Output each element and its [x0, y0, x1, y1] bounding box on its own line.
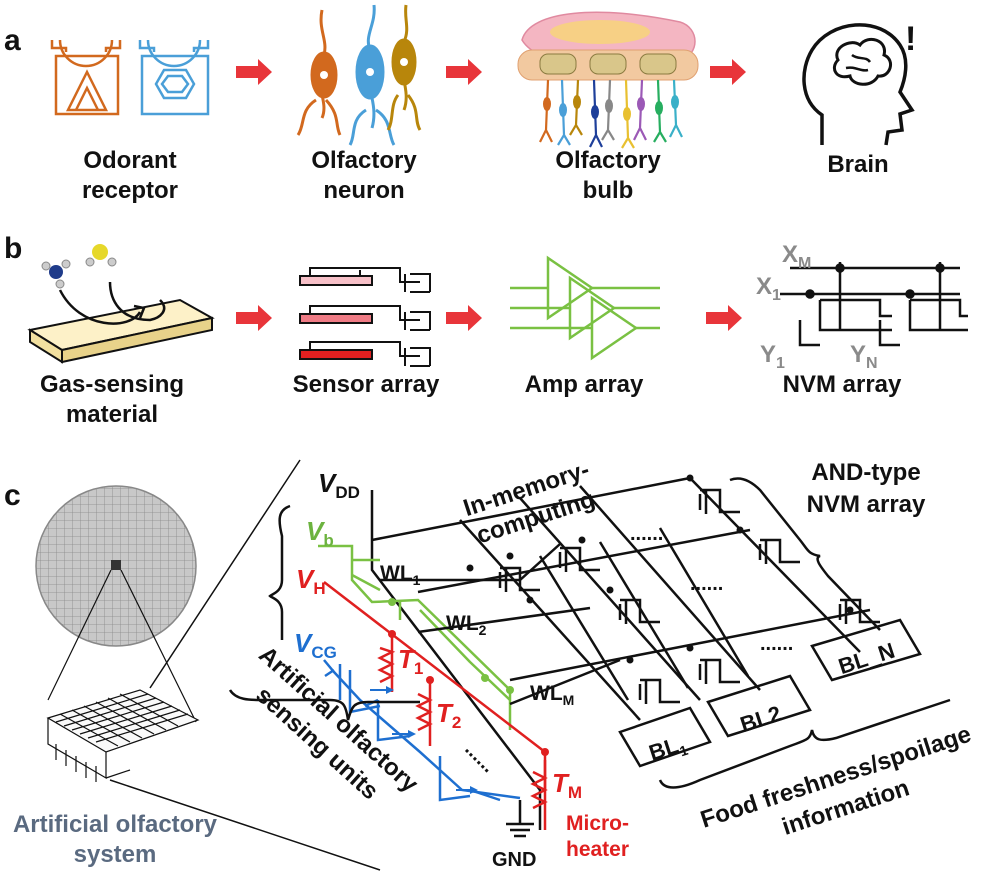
panel-b-label: b [4, 232, 22, 265]
bl2-label: BL2 [737, 701, 784, 738]
t1-label: T1 [398, 644, 423, 678]
caption-odorant-line2: receptor [82, 177, 178, 204]
mini-array-icon [46, 689, 200, 782]
nvm-dots-1: ...... [630, 523, 663, 545]
vb-label: Vb [306, 516, 334, 550]
arrow-icon [706, 305, 742, 331]
vcg-label: VCG [294, 628, 337, 662]
arrow-icon [710, 59, 746, 85]
caption-nvm-array: NVM array [783, 371, 902, 398]
caption-neuron-line1: Olfactory [311, 147, 417, 174]
gas-sensing-slab-icon [27, 244, 215, 364]
and-nvm-line2: NVM array [807, 491, 926, 518]
nvm-x1-label: X1 [756, 273, 781, 304]
caption-gas-line1: Gas-sensing [40, 371, 184, 398]
svg-text:BL1: BL1 [646, 730, 690, 768]
caption-odorant-line1: Odorant [83, 147, 176, 174]
caption-brain: Brain [827, 151, 888, 178]
wl1-label: WL1 [380, 562, 421, 588]
amp-array-icon [510, 255, 660, 361]
nvm-y1-label: Y1 [760, 341, 785, 372]
olfactory-neuron-icon [296, 4, 422, 146]
and-nvm-line1: AND-type [811, 459, 920, 486]
brain-exclamation: ! [905, 20, 916, 58]
panel-a-arrows [236, 59, 746, 85]
panel-b-arrows [236, 305, 742, 331]
caption-amp-array: Amp array [525, 371, 644, 398]
caption-sensor-array: Sensor array [293, 371, 440, 398]
circuit-dots: ...... [460, 738, 499, 777]
odorant-receptor-icon [50, 39, 210, 116]
caption-neuron-line2: neuron [323, 177, 404, 204]
nvm-array-b-icon [780, 262, 968, 347]
tm-label: TM [552, 768, 582, 802]
caption-gas-line2: material [66, 401, 158, 428]
wl2-label: WL2 [446, 612, 487, 638]
zoom-lines [109, 459, 381, 871]
nvm-yn-label: YN [850, 341, 878, 372]
vh-label: VH [296, 564, 326, 598]
imc-label: In-memory- computing [460, 456, 598, 549]
brain-head-icon [802, 23, 915, 146]
bl1-label: BL1 [646, 730, 690, 768]
caption-bulb-line2: bulb [583, 177, 634, 204]
arrow-icon [236, 305, 272, 331]
panel-a-label: a [4, 24, 21, 57]
olfactory-bulb-icon [517, 11, 699, 149]
wafer-icon [35, 485, 197, 723]
arrow-icon [446, 305, 482, 331]
caption-bulb-line1: Olfactory [555, 147, 661, 174]
food-info-label: Food freshness/spoilage information [697, 721, 974, 841]
system-caption-line2: system [74, 841, 157, 868]
nvm-dots-2: ...... [690, 573, 723, 595]
microheater-line1: Micro- [566, 812, 629, 835]
system-caption-line1: Artificial olfactory [13, 811, 218, 838]
arrow-icon [446, 59, 482, 85]
nvm-xm-label: XM [782, 241, 811, 272]
circuit-schematic [228, 474, 951, 838]
t2-label: T2 [436, 698, 461, 732]
wlm-label: WLM [530, 682, 574, 708]
arrow-icon [236, 59, 272, 85]
gnd-label: GND [492, 849, 536, 871]
panel-c-label: c [4, 479, 21, 512]
microheater-line2: heater [566, 838, 629, 861]
vdd-label: VDD [318, 468, 360, 502]
nvm-dots-3: ...... [760, 633, 793, 655]
bln-label: BL_N [835, 638, 897, 680]
sensor-array-icon [299, 267, 431, 367]
